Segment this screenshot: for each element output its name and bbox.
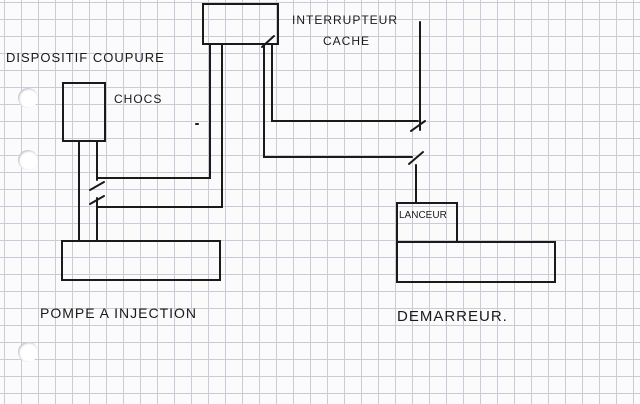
shock-device-box <box>62 82 106 142</box>
label-lanceur: LANCEUR <box>399 210 447 221</box>
switch-box <box>202 3 279 45</box>
label-chocs: CHOCS <box>114 92 163 106</box>
switch-contact <box>89 195 105 205</box>
starter-contact <box>410 120 426 132</box>
label-demarreur: DEMARREUR. <box>397 308 508 325</box>
wire <box>96 43 211 179</box>
binder-hole <box>18 88 38 108</box>
starter-box <box>396 241 556 283</box>
wire <box>263 43 413 158</box>
binder-hole <box>18 150 38 170</box>
injection-pump-box <box>61 240 221 281</box>
wire <box>96 43 223 208</box>
wire <box>271 43 419 122</box>
launcher-box <box>396 202 458 243</box>
label-interrupteur: INTERRUPTEUR <box>292 13 399 27</box>
binder-hole <box>18 342 38 362</box>
label-cache: CACHE <box>323 34 371 48</box>
switch-contact <box>89 181 105 191</box>
starter-contact <box>408 151 424 165</box>
label-pompe-injection: POMPE A INJECTION <box>40 305 198 321</box>
label-dispositif-coupure: DISPOSITIF COUPURE <box>6 50 165 65</box>
